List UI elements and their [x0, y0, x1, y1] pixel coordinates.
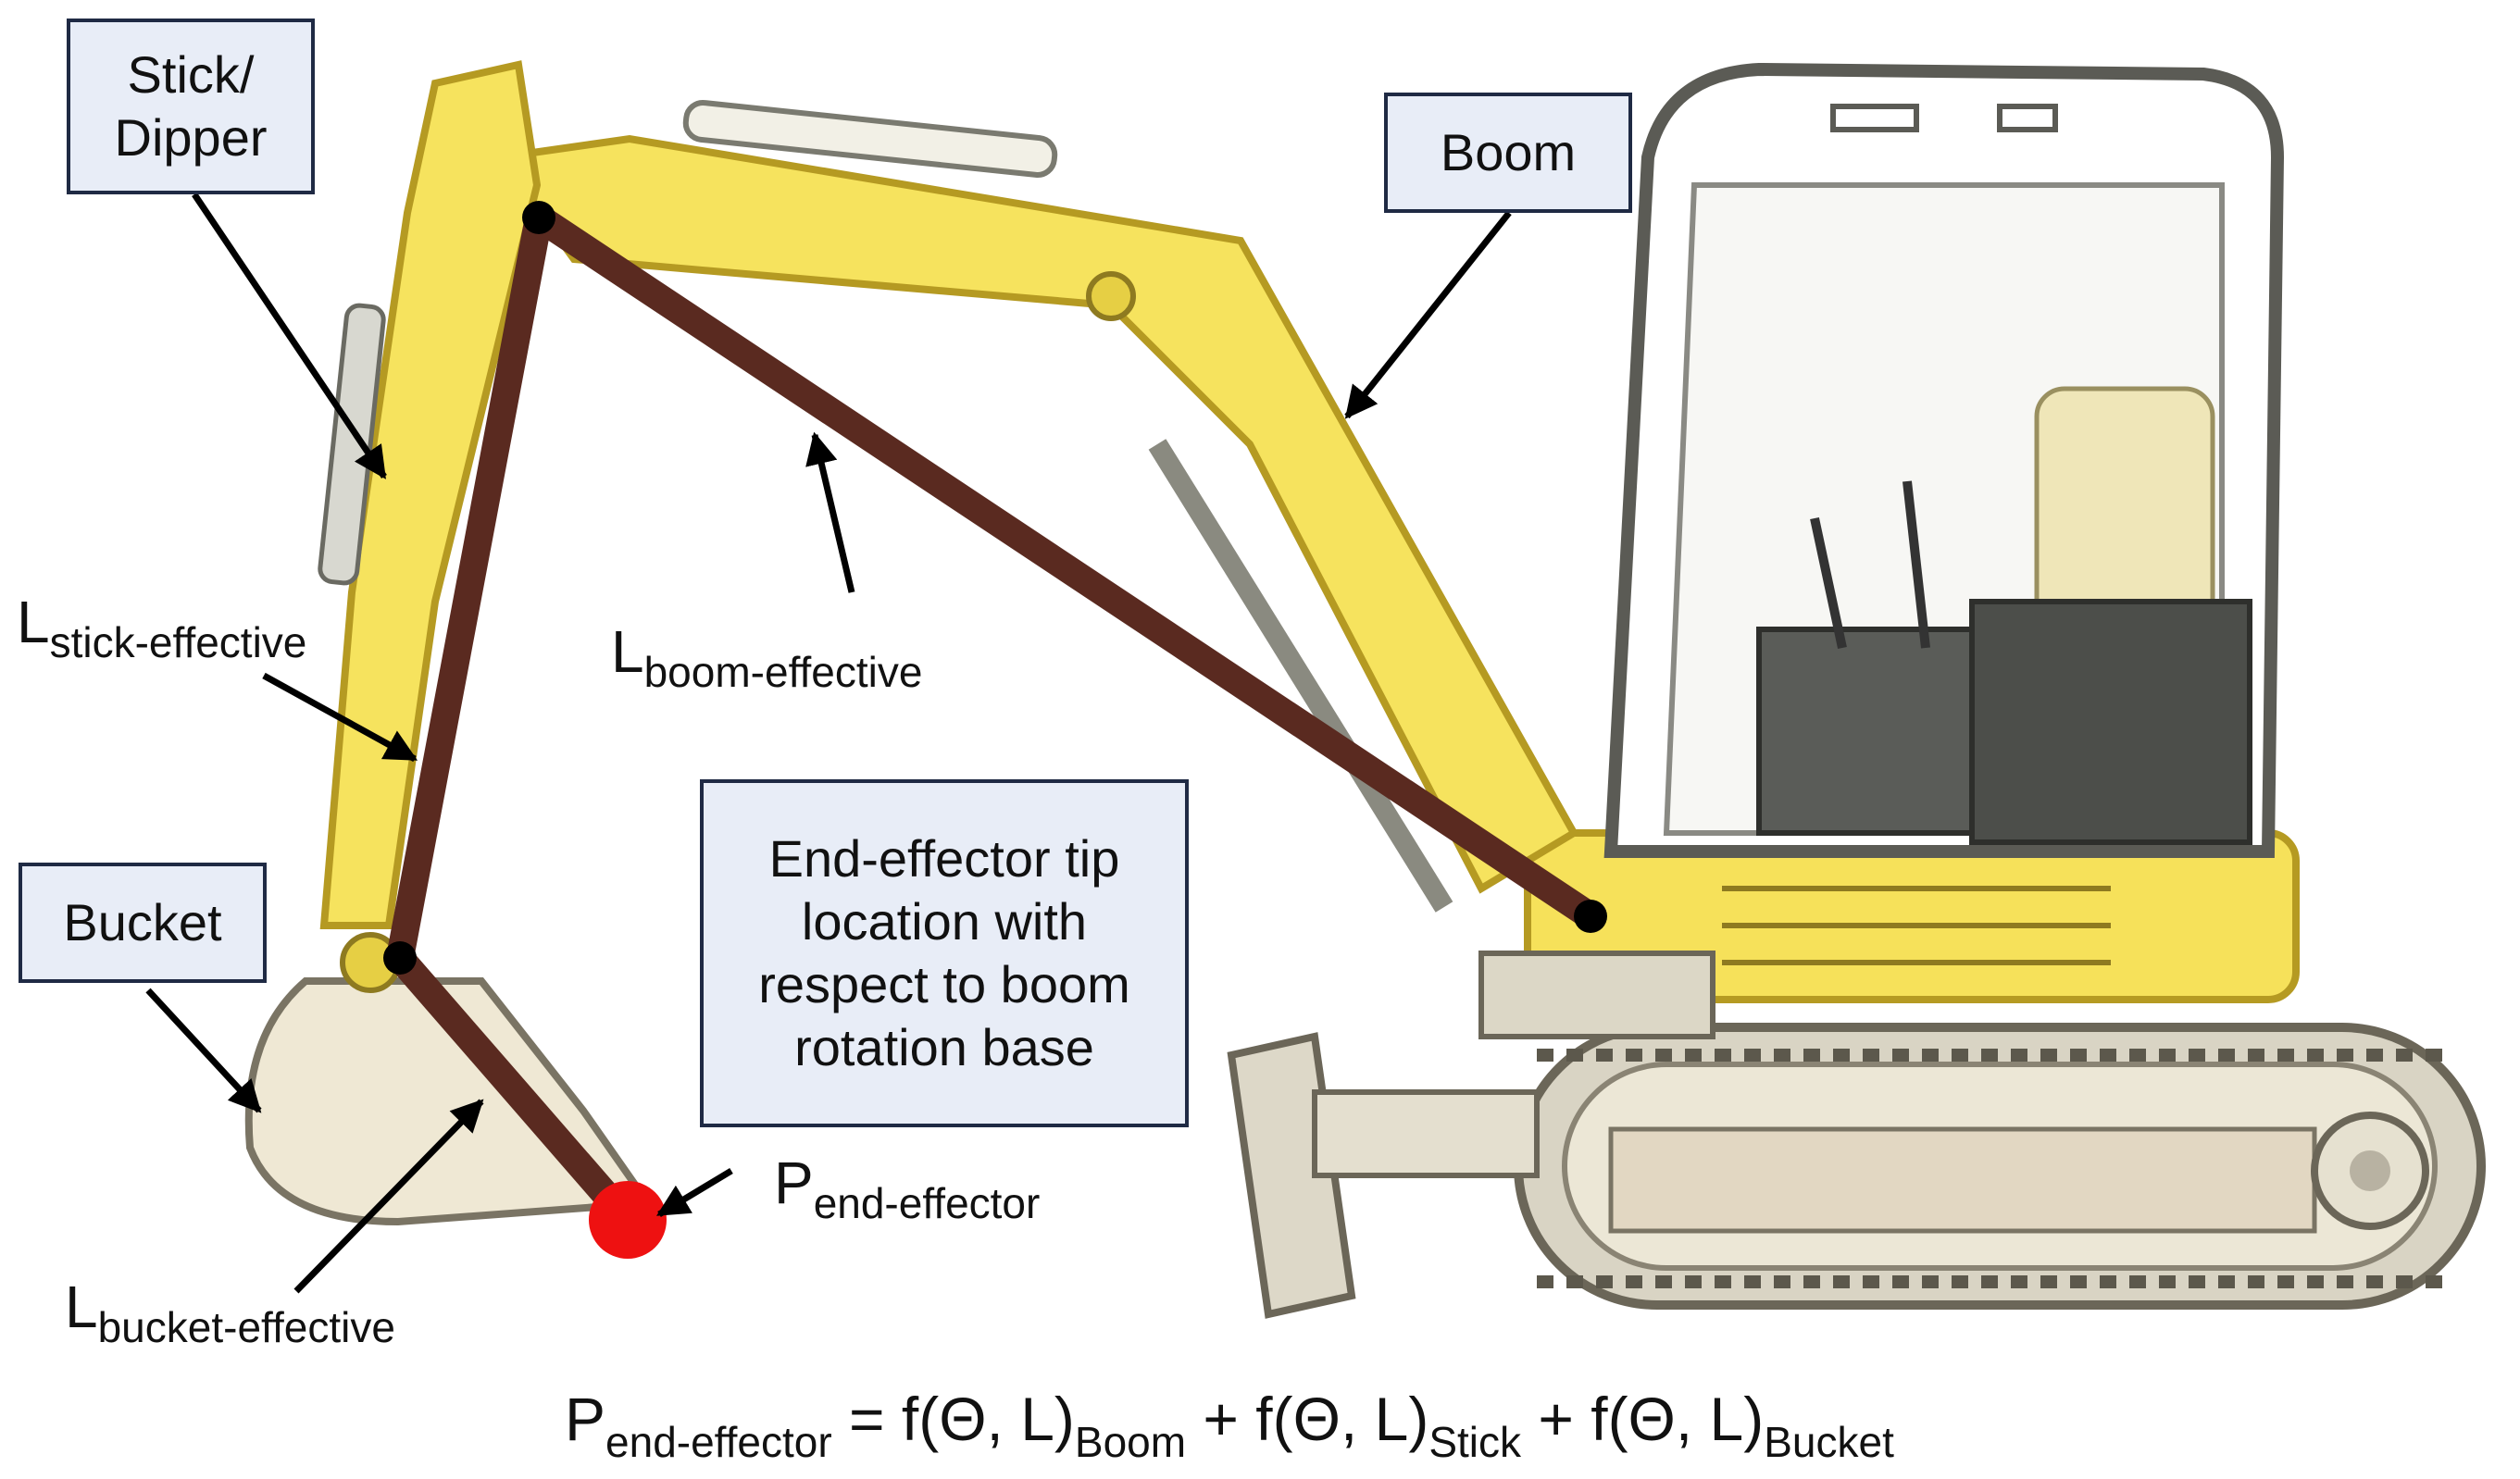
l-stick-sub: stick-effective — [50, 618, 307, 666]
upper-body — [1481, 833, 2296, 1037]
l-stick-label: Lstick-effective — [17, 592, 306, 652]
boom-joint — [522, 201, 555, 234]
bucket-label: Bucket — [63, 891, 221, 954]
bucket-arrow — [148, 990, 259, 1111]
operator-cab — [1611, 69, 2277, 851]
end-effector-line4: rotation base — [794, 1016, 1094, 1079]
formula-bucket-sub: Bucket — [1764, 1418, 1894, 1466]
end-effector-label-box: End-effector tip location with respect t… — [700, 779, 1189, 1127]
p-end-effector-label: Pend-effector — [774, 1153, 1040, 1212]
stick-label-box: Stick/ Dipper — [67, 19, 315, 194]
l-boom-sub: boom-effective — [644, 648, 923, 696]
stick-label-line2: Dipper — [115, 106, 268, 169]
l-bucket-label: Lbucket-effective — [65, 1277, 395, 1336]
boom-effective-arrow — [815, 435, 852, 592]
end-effector-dot — [589, 1181, 667, 1259]
formula-boom-sub: Boom — [1075, 1418, 1186, 1466]
stick-joint — [383, 941, 417, 975]
end-effector-line3: respect to boom — [758, 953, 1130, 1016]
l-stick-main: L — [17, 589, 50, 655]
l-bucket-main: L — [65, 1274, 98, 1340]
p-end-main: P — [774, 1150, 814, 1216]
kinematics-formula: Pend-effector = f(Θ, L)Boom + f(Θ, L)Sti… — [565, 1388, 1894, 1449]
boom-label-box: Boom — [1384, 93, 1632, 213]
l-bucket-sub: bucket-effective — [98, 1303, 395, 1351]
end-effector-line2: location with — [802, 890, 1087, 953]
l-boom-main: L — [611, 618, 644, 685]
formula-stick-sub: Stick — [1428, 1418, 1521, 1466]
formula-term-boom: = f(Θ, L) — [832, 1385, 1075, 1453]
formula-p: P — [565, 1385, 605, 1453]
formula-p-sub: end-effector — [605, 1418, 832, 1466]
boom-base-joint — [1574, 900, 1607, 933]
track-assembly — [1518, 1027, 2481, 1305]
formula-term-bucket: + f(Θ, L) — [1521, 1385, 1764, 1453]
boom-arrow — [1347, 213, 1509, 416]
l-boom-label: Lboom-effective — [611, 622, 922, 681]
p-end-sub: end-effector — [814, 1179, 1041, 1227]
stick-label-line1: Stick/ — [128, 44, 255, 106]
end-effector-line1: End-effector tip — [769, 827, 1120, 890]
dozer-blade — [1231, 1037, 1537, 1314]
bucket-label-box: Bucket — [19, 863, 267, 983]
formula-term-stick: + f(Θ, L) — [1186, 1385, 1428, 1453]
boom-label: Boom — [1441, 121, 1576, 184]
end-effector-arrow — [659, 1171, 731, 1214]
